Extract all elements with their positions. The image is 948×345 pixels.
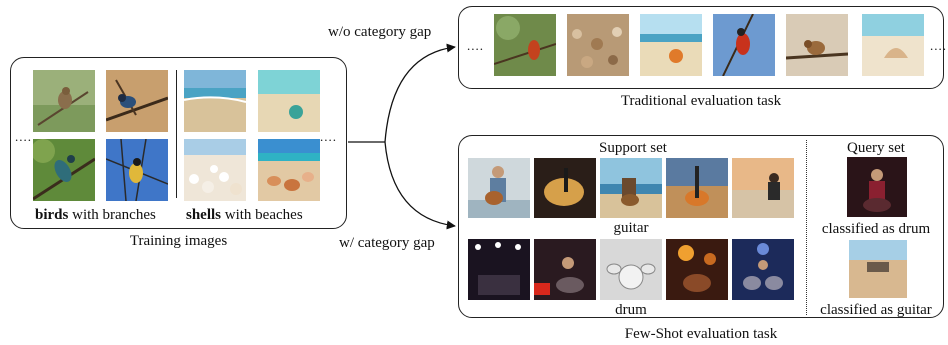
guitar-image-3 [600,158,662,218]
training-images-box [10,57,347,229]
traditional-image-4 [713,14,775,76]
with-gap-label: w/ category gap [339,235,435,251]
query-set-title: Query set [847,140,905,156]
query-image-2 [849,240,907,298]
training-ellipsis-left: .... [15,129,32,144]
traditional-ellipsis-right: .... [930,38,947,53]
training-images-caption: Training images [129,233,228,249]
drum-image-3 [600,239,662,300]
drum-image-1 [468,239,530,300]
guitar-image-5 [732,158,794,218]
training-ellipsis-right: .... [320,129,337,144]
traditional-image-6 [862,14,924,76]
support-query-divider [806,140,807,315]
drum-image-4 [666,239,728,300]
traditional-image-3 [640,14,702,76]
traditional-image-5 [786,14,848,76]
guitar-image-2 [534,158,596,218]
shells-rest: with beaches [221,207,303,223]
fewshot-task-box [458,135,944,318]
shell-image-1 [184,70,246,132]
birds-caption: birds with branches [35,206,156,224]
query-1-label: classified as drum [821,221,931,237]
traditional-image-2 [567,14,629,76]
guitar-image-4 [666,158,728,218]
birds-bold: birds [35,207,69,223]
traditional-task-caption: Traditional evaluation task [620,93,782,109]
shells-caption: shells with beaches [186,206,303,224]
traditional-ellipsis-left: .... [467,38,484,53]
shells-bold: shells [186,207,222,223]
drum-image-5 [732,239,794,300]
bird-image-3 [33,139,95,201]
shell-image-4 [258,139,320,201]
guitar-image-1 [468,158,530,218]
arrow-to-traditional [384,43,456,143]
training-divider [176,70,178,198]
guitar-label: guitar [613,220,649,236]
shell-image-3 [184,139,246,201]
traditional-image-1 [494,14,556,76]
bird-image-2 [106,70,168,132]
traditional-task-box [458,6,944,89]
support-set-title: Support set [599,140,667,156]
query-2-label: classified as guitar [820,302,932,318]
bird-image-1 [33,70,95,132]
birds-rest: with branches [68,207,156,223]
fewshot-task-caption: Few-Shot evaluation task [624,326,778,342]
arrow-to-fewshot [384,141,456,230]
query-image-1 [847,157,907,217]
drum-image-2 [534,239,596,300]
bird-image-4 [106,139,168,201]
without-gap-label: w/o category gap [328,24,432,40]
shell-image-2 [258,70,320,132]
drum-label: drum [615,302,647,318]
